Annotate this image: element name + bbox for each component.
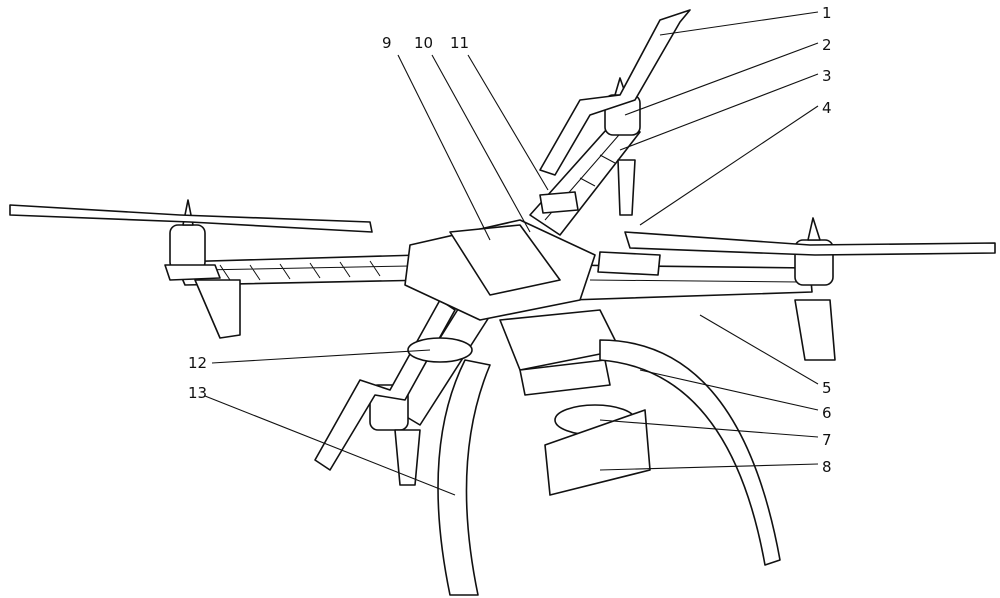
propeller-right [624,231,996,256]
battery-pack [449,224,561,296]
propeller-front-right [539,9,691,176]
label-6: 6 [822,404,832,422]
label-1: 1 [822,4,832,22]
center-frame [404,191,661,396]
receiver-module [597,251,661,276]
label-9: 9 [382,34,392,52]
label-2: 2 [822,36,832,54]
landing-gear [437,339,781,596]
label-12: 12 [188,354,207,372]
label-4: 4 [822,99,832,117]
label-8: 8 [822,458,832,476]
label-7: 7 [822,431,832,449]
label-3: 3 [822,67,832,85]
label-10: 10 [414,34,433,52]
label-5: 5 [822,379,832,397]
gimbal-disc [407,337,473,363]
esc-module [539,191,579,214]
label-11: 11 [450,34,469,52]
propeller-left [9,204,373,233]
label-13: 13 [188,384,207,402]
payload-sensor [544,404,651,496]
leader-lines [204,11,819,496]
